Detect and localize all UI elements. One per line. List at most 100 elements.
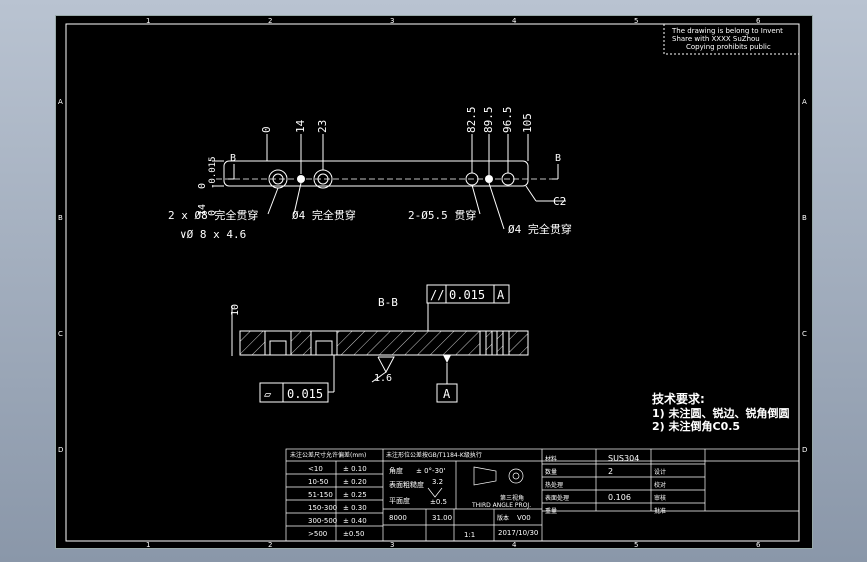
hole-note-2: ∨Ø 8 x 4.6 <box>180 228 246 241</box>
hole-note-1: 2 x Ø8 完全贯穿 <box>168 208 258 222</box>
part-outline <box>223 160 529 187</box>
parallel-datum: A <box>497 288 505 302</box>
projection-text: THIRD ANGLE PROJ. <box>471 502 531 509</box>
zone-bottom-3: 3 <box>390 541 394 548</box>
tech-req-title: 技术要求: <box>652 391 705 406</box>
dim-left-tol: -0.015 <box>208 156 218 189</box>
dim-0: 0 <box>260 126 273 133</box>
pin-hole-1 <box>297 175 305 183</box>
zone-left-B: B <box>58 214 63 222</box>
version-value: V00 <box>517 514 531 522</box>
dim-82-5: 82.5 <box>465 107 478 134</box>
zone-bottom-1: 1 <box>146 541 150 548</box>
field-label: 表面处理 <box>545 494 569 502</box>
dim-left-0b: 0 <box>207 210 218 216</box>
field-value: 0.106 <box>608 493 631 502</box>
title-block <box>285 448 800 542</box>
tol-value: ±0.50 <box>343 530 364 538</box>
zone-top-4: 4 <box>512 17 517 25</box>
version-label: 版本 <box>497 514 509 522</box>
zone-top-5: 5 <box>634 17 638 25</box>
field-value: 2 <box>608 467 613 476</box>
dim-left-14: 14 <box>197 204 208 216</box>
projection-label: 第三视角 <box>500 494 524 502</box>
qty-value: 31.00 <box>432 514 452 522</box>
title-block-text: 未注公差尺寸允许偏差(mm) 未注形位公差按GB/T1184-K级执行 <10±… <box>290 451 666 539</box>
datum-label: A <box>443 387 451 401</box>
zone-right-B: B <box>802 214 807 222</box>
tol-value: ± 0.20 <box>343 478 367 486</box>
tol-value: ± 0.30 <box>343 504 367 512</box>
flatness-tol: 0.015 <box>287 387 323 401</box>
zone-bottom-2: 2 <box>268 541 272 548</box>
zone-right-D: D <box>802 446 807 454</box>
tol-value: ± 0.25 <box>343 491 367 499</box>
tech-req-1: 1) 未注圆、锐边、锐角倒圆 <box>652 406 790 420</box>
zone-left-A: A <box>58 98 63 106</box>
tol-header: 未注公差尺寸允许偏差(mm) <box>290 451 366 459</box>
approval-label: 批准 <box>654 507 666 515</box>
tol-range: 10-50 <box>308 478 328 486</box>
gdt-header: 未注形位公差按GB/T1184-K级执行 <box>386 451 482 459</box>
field-label: 重量 <box>545 507 557 515</box>
zone-bottom-5: 5 <box>634 541 638 548</box>
date-value: 2017/10/30 <box>498 529 538 537</box>
parallel-fcf <box>426 284 510 304</box>
datum-box <box>436 383 458 403</box>
zone-bottom-4: 4 <box>512 541 517 548</box>
field-label: 数量 <box>545 468 557 476</box>
tol-range: >500 <box>308 530 327 538</box>
flatness-symbol: ▱ <box>264 387 272 401</box>
tol-range: 51-150 <box>308 491 333 499</box>
flat-label: 平面度 <box>389 496 410 505</box>
hole-inner-1 <box>272 173 284 185</box>
angle-label: 角度 <box>389 466 403 475</box>
note-line-2: Share with XXXX SuZhou <box>672 35 760 43</box>
parallel-symbol: // <box>430 288 444 302</box>
zone-top-6: 6 <box>756 17 761 25</box>
tol-value: ± 0.10 <box>343 465 367 473</box>
weight-value: 8000 <box>389 514 407 522</box>
hole-inner-2 <box>317 173 329 185</box>
section-view: B-B 10 // 0.015 A ▱ 0.015 1.6 <box>230 284 529 403</box>
drawing-frame <box>65 23 800 542</box>
dim-96-5: 96.5 <box>501 107 514 134</box>
scale-value: 1:1 <box>464 531 475 539</box>
approval-label: 校对 <box>654 481 666 489</box>
section-mark-right: B <box>555 153 561 164</box>
field-label: 热处理 <box>545 481 563 489</box>
technical-requirements: 技术要求: 1) 未注圆、锐边、锐角倒圆 2) 未注倒角C0.5 <box>652 391 790 433</box>
dim-14: 14 <box>294 119 307 133</box>
zone-top-1: 1 <box>146 17 150 25</box>
note-line-3: Copying prohibits public <box>686 43 771 51</box>
roughness-symbol <box>377 356 395 374</box>
rough-value: 3.2 <box>432 478 443 486</box>
zone-right-C: C <box>802 330 807 338</box>
zone-right-A: A <box>802 98 807 106</box>
dim-left-0: 0 <box>197 183 208 189</box>
field-value: SUS304 <box>608 454 639 463</box>
flat-value: ±0.5 <box>430 498 447 506</box>
zone-bottom-6: 6 <box>756 541 761 548</box>
dim-89-5: 89.5 <box>482 107 495 134</box>
tech-req-2: 2) 未注倒角C0.5 <box>652 419 740 433</box>
tol-range: 150-300 <box>308 504 337 512</box>
dim-105: 105 <box>521 113 534 133</box>
rough-label: 表面粗糙度 <box>389 480 424 489</box>
hole-note-4: 2-Ø5.5 贯穿 <box>408 208 476 222</box>
section-mark-left: B <box>230 153 236 164</box>
zone-left-C: C <box>58 330 63 338</box>
chamfer-label: C2 <box>553 195 566 208</box>
hole-note-3: Ø4 完全贯穿 <box>292 208 356 222</box>
height-dim: 10 <box>230 304 241 316</box>
note-line-1: The drawing is belong to Invent <box>671 27 783 35</box>
roughness-value: 1.6 <box>374 373 392 384</box>
angle-value: ± 0°-30' <box>416 467 445 475</box>
approval-label: 审核 <box>654 494 666 502</box>
zone-top-3: 3 <box>390 17 394 25</box>
